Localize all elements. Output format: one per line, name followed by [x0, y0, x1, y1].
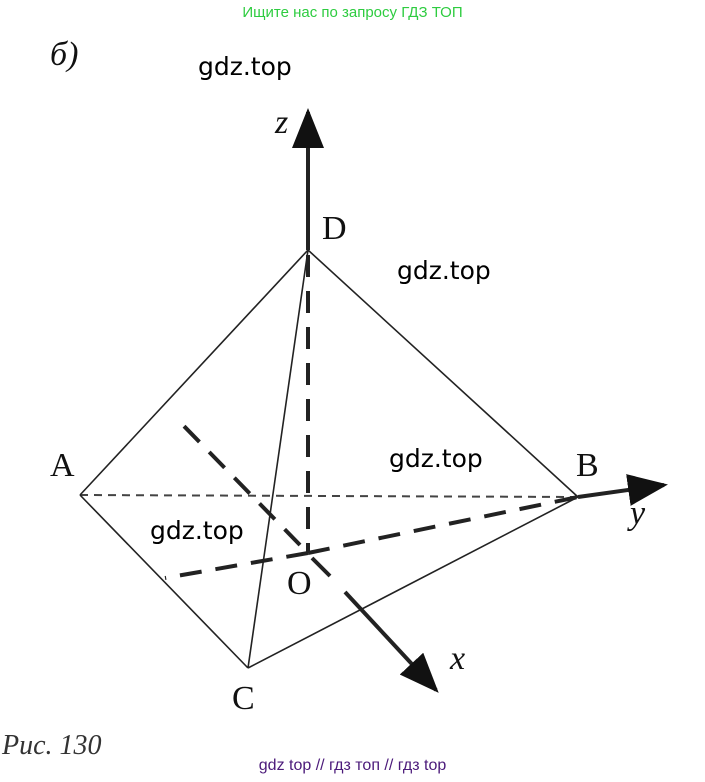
- watermark: gdz.top: [198, 52, 292, 81]
- watermark: gdz.top: [150, 516, 244, 545]
- x-axis-segment: [310, 556, 332, 578]
- point-label-C: C: [232, 680, 255, 717]
- y-axis: [577, 474, 668, 506]
- segment-OB: [307, 495, 579, 555]
- edge-AC: [79, 494, 249, 669]
- figure-caption: Рис. 130: [2, 730, 102, 761]
- axis-label-y: y: [630, 495, 646, 532]
- watermark: gdz.top: [397, 256, 491, 285]
- search-banner: Ищите нас по запросу ГДЗ ТОП: [242, 4, 463, 21]
- watermark: gdz.top: [389, 444, 483, 473]
- point-label-D: D: [322, 210, 347, 247]
- point-label-O: O: [287, 565, 312, 602]
- segment-O-AC: [164, 551, 309, 580]
- edge-AB: [79, 494, 579, 498]
- point-label-B: B: [576, 447, 599, 484]
- edge-DB: [307, 249, 579, 498]
- axis-label-z: z: [275, 104, 289, 141]
- footer-watermark: gdz top // гдз топ // гдз top: [258, 757, 447, 774]
- edge-AD: [79, 249, 309, 496]
- point-label-A: A: [50, 447, 75, 484]
- segment-x-back: [176, 418, 302, 547]
- edge-CB: [247, 496, 579, 669]
- edge-DC: [247, 249, 309, 669]
- x-axis: [343, 590, 439, 693]
- axis-label-x: x: [450, 640, 466, 677]
- subfigure-label: б): [50, 36, 79, 73]
